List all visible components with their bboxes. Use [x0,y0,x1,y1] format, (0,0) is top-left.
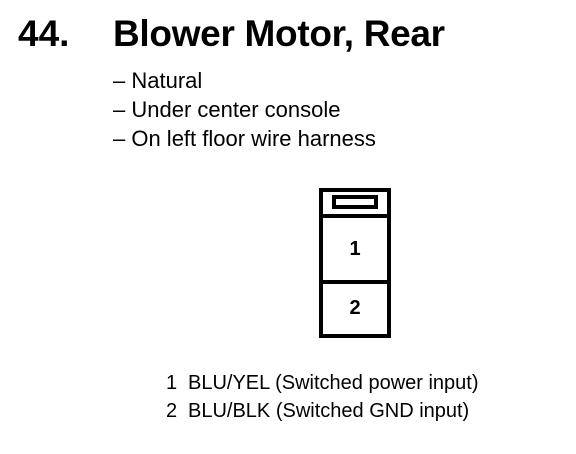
component-title: Blower Motor, Rear [113,13,445,54]
connector-diagram: 1 2 [319,188,391,338]
note-item: – Under center console [113,97,341,122]
cavity-label-1: 1 [349,238,360,260]
pin-number: 2 [166,400,178,422]
pin-row: 1 BLU/YEL (Switched power input) [166,369,479,397]
pin-description: BLU/BLK (Switched GND input) [188,400,470,422]
note-item: – On left floor wire harness [113,126,376,151]
pin-list: 1 BLU/YEL (Switched power input) 2 BLU/BLK… [166,369,479,425]
connector-cavity-2 [319,280,391,338]
connector-latch-slot [332,195,378,209]
pin-description: BLU/YEL (Switched power input) [188,372,479,394]
location-notes: – Natural – Under center console – On le… [113,66,376,153]
item-number: 44. [18,13,70,54]
pin-number: 1 [166,372,178,394]
note-item: – Natural [113,68,203,93]
cavity-label-2: 2 [349,297,360,319]
pin-row: 2 BLU/BLK (Switched GND input) [166,397,479,425]
connector-cavity-1 [319,214,391,284]
